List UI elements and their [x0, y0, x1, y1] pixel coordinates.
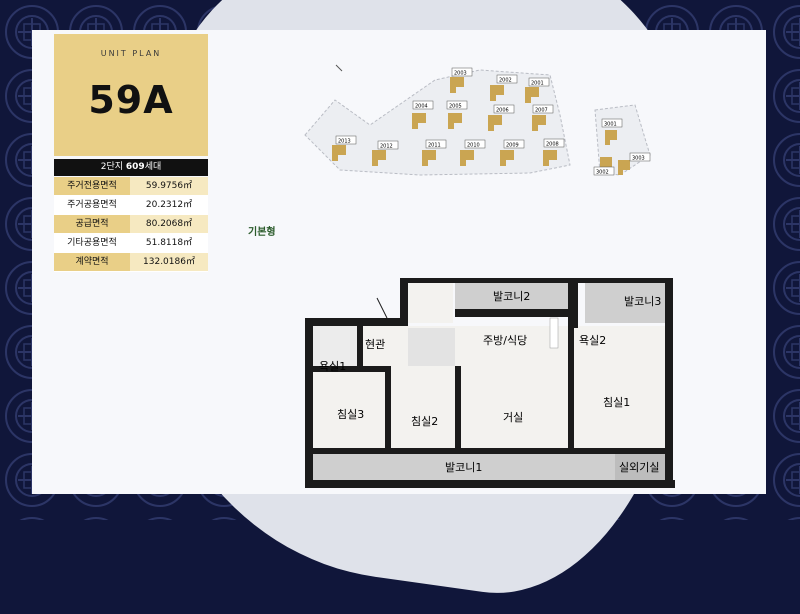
households-unit: 세대	[144, 162, 162, 172]
area-label: 공급면적	[54, 215, 130, 233]
site-building-2002: 2002	[490, 74, 518, 101]
room-label-bedroom1: 침실1	[603, 396, 630, 409]
site-building-label: 2008	[546, 142, 559, 148]
site-building-2009: 2009	[500, 139, 525, 166]
site-building-2003: 2003	[450, 67, 473, 93]
site-building-2007: 2007	[532, 104, 554, 131]
complex-label: 2단지	[100, 162, 124, 172]
area-table: 주거전용면적 59.9756㎡ 주거공용면적 20.2312㎡ 공급면적 80.…	[54, 177, 208, 272]
site-building-label: 2004	[415, 104, 428, 110]
room-label-bedroom3: 침실3	[337, 408, 364, 421]
area-row: 공급면적 80.2068㎡	[54, 215, 208, 234]
site-building-label: 2005	[449, 104, 462, 110]
households-number: 609	[125, 162, 145, 172]
room-label-bedroom2: 침실2	[411, 415, 438, 428]
site-building-label: 2007	[535, 108, 548, 114]
site-building-3001: 3001	[601, 118, 623, 145]
site-building-label: 2013	[338, 139, 351, 145]
area-value: 59.9756㎡	[130, 177, 208, 195]
plan-type-label: 기본형	[248, 227, 276, 238]
site-building-label: 3001	[604, 122, 617, 128]
room-label-balcony1: 발코니1	[445, 461, 482, 474]
site-building-label: 2002	[499, 78, 512, 84]
area-label: 기타공용면적	[54, 234, 130, 252]
site-building-label: 2001	[531, 81, 544, 87]
site-building-2001: 2001	[525, 77, 550, 103]
room-label-entrance: 현관	[365, 338, 385, 351]
site-building-2005: 2005	[446, 100, 468, 129]
unit-card: UNIT PLAN 59A	[54, 34, 208, 156]
area-row: 주거공용면적 20.2312㎡	[54, 196, 208, 215]
site-building-2010: 2010	[460, 139, 486, 166]
site-building-label: 2009	[506, 143, 519, 149]
room-label-balcony3: 발코니3	[624, 295, 661, 308]
area-label: 주거전용면적	[54, 177, 130, 195]
area-value: 20.2312㎡	[130, 196, 208, 214]
site-building-2004: 2004	[412, 100, 434, 129]
area-value: 132.0186㎡	[130, 253, 208, 271]
area-value: 51.8118㎡	[130, 234, 208, 252]
room-label-outdoor-unit: 실외기실	[619, 461, 659, 474]
site-building-2012: 2012	[372, 140, 399, 166]
area-row: 기타공용면적 51.8118㎡	[54, 234, 208, 253]
site-building-2013: 2013	[332, 135, 357, 161]
site-building-2011: 2011	[422, 139, 447, 166]
site-building-label: 2010	[467, 143, 480, 149]
area-row: 계약면적 132.0186㎡	[54, 253, 208, 272]
site-building-2006: 2006	[488, 104, 515, 131]
room-label-kitchen: 주방/식당	[483, 334, 527, 347]
room-label-balcony2: 발코니2	[493, 290, 530, 303]
site-building-label: 2006	[496, 108, 509, 114]
room-label-living: 거실	[503, 411, 523, 424]
area-label: 계약면적	[54, 253, 130, 271]
unit-subtitle: UNIT PLAN	[100, 49, 162, 58]
households-summary: 2단지 609세대	[54, 159, 208, 176]
site-building-3003: 3003	[618, 152, 651, 175]
site-map: 2003 2002 2001 2004 2005 2006 2007 2008 …	[304, 64, 651, 176]
site-building-2008: 2008	[543, 138, 565, 166]
area-label: 주거공용면적	[54, 196, 130, 214]
site-building-label: 2003	[454, 71, 467, 77]
unit-name: 59A	[88, 78, 174, 122]
site-building-3002: 3002	[593, 157, 615, 176]
room-label-bath1: 욕실1	[319, 360, 346, 373]
site-building-label: 2011	[428, 143, 441, 149]
area-row: 주거전용면적 59.9756㎡	[54, 177, 208, 196]
site-building-label: 3002	[596, 170, 609, 176]
site-building-label: 2012	[380, 144, 393, 150]
site-building-label: 3003	[632, 156, 645, 162]
room-label-bath2: 욕실2	[579, 334, 606, 347]
area-value: 80.2068㎡	[130, 215, 208, 233]
floor-plan: 발코니2 발코니3 현관 주방/식당 욕실2 욕실1 침실3 침실2 거실 침실…	[305, 278, 675, 488]
